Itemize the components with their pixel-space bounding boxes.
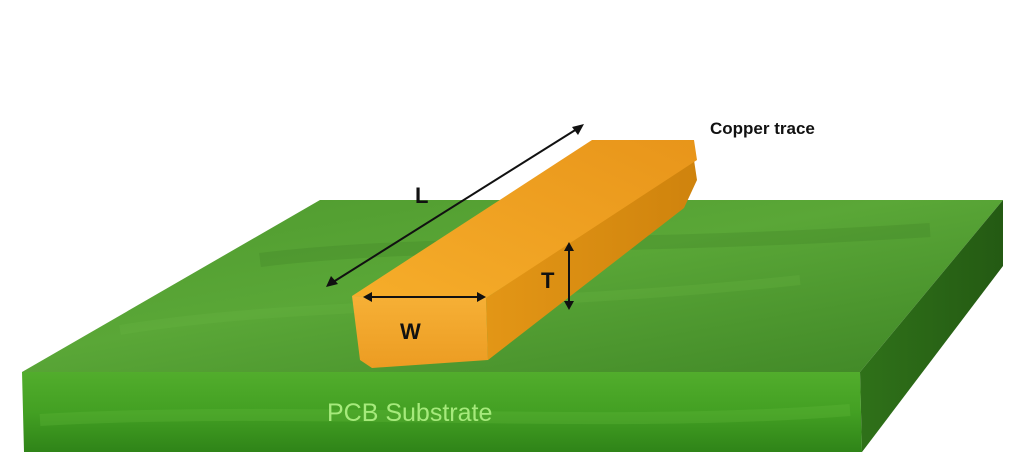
width-arrowhead-start bbox=[363, 292, 372, 302]
copper-trace-label: Copper trace bbox=[710, 119, 815, 138]
copper-trace bbox=[352, 140, 697, 368]
dimension-arrows bbox=[326, 124, 584, 310]
length-arrow bbox=[329, 126, 581, 285]
thickness-label: T bbox=[541, 268, 555, 293]
substrate-front-face bbox=[22, 372, 862, 452]
copper-trace-front-face bbox=[352, 296, 488, 368]
length-arrowhead-end bbox=[572, 124, 584, 135]
substrate-label: PCB Substrate bbox=[327, 399, 492, 427]
copper-trace-top-face bbox=[352, 140, 697, 298]
thickness-arrowhead-end bbox=[564, 301, 574, 310]
thickness-arrowhead-start bbox=[564, 242, 574, 251]
length-label: L bbox=[415, 183, 428, 208]
length-arrowhead-start bbox=[326, 276, 338, 287]
width-label: W bbox=[400, 319, 421, 344]
copper-trace-side-face bbox=[486, 160, 697, 360]
width-arrowhead-end bbox=[477, 292, 486, 302]
substrate-side-face bbox=[860, 200, 1003, 452]
